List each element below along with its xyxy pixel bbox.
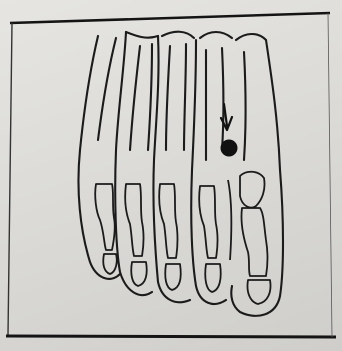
- phalanx-4-distal: [205, 264, 220, 292]
- phalanx-5-proximal: [241, 208, 267, 276]
- phalanx-5-distal: [247, 280, 270, 304]
- phalanx-2-proximal: [125, 184, 143, 256]
- toe-outline-4: [200, 32, 232, 38]
- toe-outline-5: [236, 34, 266, 40]
- phalanx-1-proximal: [95, 184, 115, 250]
- toe-outline-3: [162, 32, 194, 38]
- phalanx-3-proximal: [159, 184, 177, 258]
- bone-shapes: [95, 172, 270, 304]
- toe-outline-2: [126, 32, 158, 38]
- phalanx-3-distal: [165, 264, 180, 290]
- phalanx-1-distal: [103, 254, 117, 274]
- page-frame: [6, 13, 336, 337]
- phalanx-4-proximal: [199, 186, 217, 258]
- metatarsal-5-head: [240, 172, 265, 208]
- phalanx-2-distal: [131, 262, 146, 286]
- lesion-dot-icon: [221, 140, 238, 157]
